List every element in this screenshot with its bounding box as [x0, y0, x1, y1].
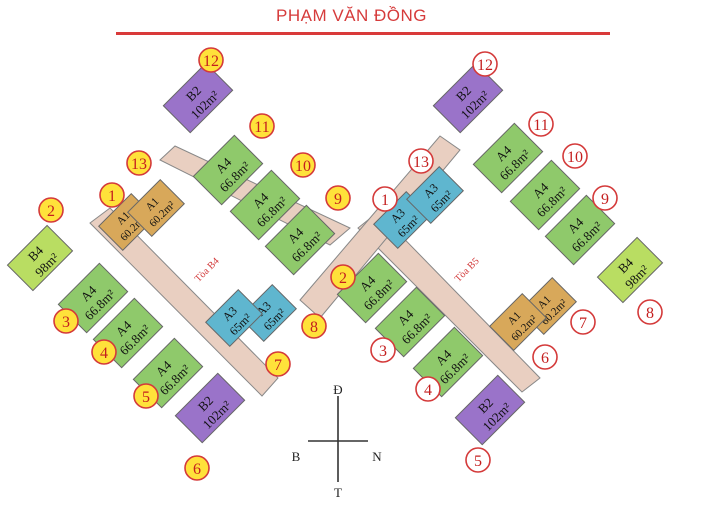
tower-b5-badge-6 — [532, 344, 558, 370]
street-line — [116, 32, 610, 35]
unit-block — [432, 62, 504, 134]
tower-b5-badge-10 — [562, 143, 588, 169]
unit-block — [406, 166, 464, 224]
badge-number: 7 — [579, 315, 587, 332]
unit-block — [336, 252, 408, 324]
badge-number: 4 — [424, 382, 432, 399]
tower-b4-badge-8 — [301, 313, 327, 339]
tower-b5-badge-12 — [472, 51, 498, 77]
badge-number: 5 — [142, 389, 150, 406]
tower-b5-badge-1 — [372, 186, 398, 212]
unit-block — [454, 374, 526, 446]
tower-b4-badge-7 — [265, 351, 291, 377]
badge-number: 9 — [334, 191, 342, 208]
badge-number: 11 — [533, 117, 548, 134]
tower-b5-badge-11 — [528, 111, 554, 137]
tower-label-b5: Tòa B5 — [453, 256, 482, 285]
badge-number: 2 — [339, 270, 347, 287]
tower-b4-badge-4 — [91, 339, 117, 365]
unit-block — [127, 179, 185, 237]
badge-number: 12 — [203, 53, 219, 70]
unit-block — [174, 372, 246, 444]
compass: Đ T B N — [292, 382, 383, 500]
badge-number: 12 — [477, 57, 493, 74]
badge-number: 2 — [47, 203, 55, 220]
badge-number: 6 — [541, 350, 549, 367]
tower-b4-badge-10 — [290, 152, 316, 178]
tower-label-b4: Tòa B4 — [193, 256, 222, 285]
unit-block — [264, 204, 336, 276]
badge-number: 8 — [646, 305, 654, 322]
badge-number: 3 — [379, 343, 387, 360]
street-name: PHẠM VĂN ĐỒNG — [275, 6, 428, 25]
unit-block — [239, 284, 297, 342]
tower-b4-badge-5 — [133, 383, 159, 409]
compass-south: T — [334, 485, 342, 500]
tower-b5-badge-4 — [415, 376, 441, 402]
unit-block — [229, 169, 301, 241]
badge-number: 11 — [254, 119, 269, 136]
badge-number: 13 — [413, 154, 429, 171]
compass-west: B — [292, 449, 301, 464]
unit-block — [6, 224, 74, 292]
corridor-b4-main — [89, 207, 279, 397]
badge-number: 1 — [381, 192, 389, 209]
tower-b4-badge-1 — [99, 182, 125, 208]
tower-b5-badge-7 — [570, 309, 596, 335]
tower-b5-badge-13 — [408, 148, 434, 174]
unit-block — [509, 159, 581, 231]
tower-b4-badge-3 — [53, 308, 79, 334]
badge-number: 3 — [62, 314, 70, 331]
badge-number: 7 — [274, 357, 282, 374]
plan-layer: B2102m²A466.8m²A466.8m²A466.8m²A365m²A36… — [6, 47, 664, 481]
badge-number: 10 — [567, 149, 583, 166]
tower-b5-badge-8 — [637, 299, 663, 325]
tower-b4-badge-12 — [198, 47, 224, 73]
compass-north: Đ — [333, 382, 342, 397]
compass-east: N — [372, 449, 382, 464]
tower-b5-badge-5 — [465, 447, 491, 473]
tower-b5-badge-2 — [330, 264, 356, 290]
unit-block — [192, 134, 264, 206]
badge-number: 13 — [131, 156, 147, 173]
unit-block — [489, 293, 547, 351]
badge-number: 5 — [474, 453, 482, 470]
tower-b4-badge-2 — [38, 197, 64, 223]
badge-number: 10 — [295, 158, 311, 175]
badge-number: 8 — [310, 319, 318, 336]
badge-number: 1 — [108, 188, 116, 205]
tower-b4-badge-9 — [325, 185, 351, 211]
unit-block — [472, 122, 544, 194]
unit-block — [596, 236, 664, 304]
tower-b4-badge-6 — [184, 455, 210, 481]
badge-number: 9 — [601, 191, 609, 208]
tower-b5-badge-9 — [592, 185, 618, 211]
tower-b4-badge-13 — [126, 150, 152, 176]
tower-b5-badge-3 — [370, 337, 396, 363]
badge-number: 4 — [100, 345, 108, 362]
tower-b4-badge-11 — [249, 113, 275, 139]
badge-number: 6 — [193, 461, 201, 478]
unit-block — [205, 289, 263, 347]
unit-block — [162, 62, 234, 134]
